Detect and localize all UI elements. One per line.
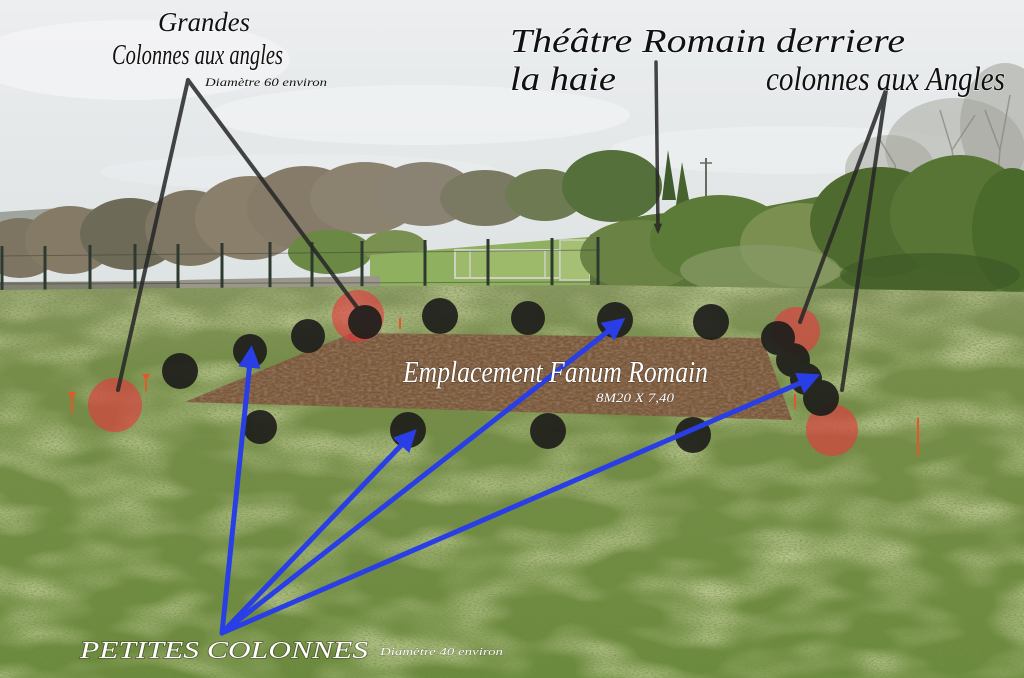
- small-column-marker: [803, 380, 839, 416]
- pointer-line-corner-columns-front: [840, 88, 888, 392]
- small-column-marker: [693, 304, 729, 340]
- annotation-labels: Grandes Colonnes aux angles Diamètre 60 …: [78, 6, 1006, 664]
- direction-arrow: [219, 345, 261, 636]
- small-column-marker: [422, 298, 458, 334]
- large-column-marker: [806, 404, 858, 456]
- distant-theatre-lawn: [370, 236, 600, 290]
- fanum-title: Emplacement Fanum Romain: [402, 354, 708, 389]
- theatre-label-line2: la haie: [510, 61, 616, 98]
- survey-stakes: [68, 318, 919, 456]
- pointer-line-corner-columns-back: [798, 88, 888, 324]
- large-columns-title-line1: Grandes: [158, 7, 250, 37]
- small-columns-arrows: [219, 317, 821, 636]
- survey-stake: [142, 374, 150, 391]
- large-columns-diameter: Diamètre 60 environ: [204, 75, 327, 89]
- hedge: [580, 155, 1024, 300]
- fanum-dimensions: 8M20 X 7,40: [596, 390, 675, 405]
- theatre-label-line1: Théâtre Romain derriere: [510, 23, 905, 60]
- corner-columns-label: colonnes aux Angles: [766, 61, 1005, 98]
- small-column-marker: [243, 410, 277, 444]
- small-column-marker: [530, 413, 566, 449]
- direction-arrow: [219, 317, 626, 636]
- small-column-marker: [511, 301, 545, 335]
- small-columns-label: PETITES COLONNES: [79, 638, 368, 664]
- pointer-lines: [116, 60, 888, 392]
- large-columns-title-line2: Colonnes aux angles: [112, 39, 283, 71]
- small-column-marker: [291, 319, 325, 353]
- small-columns-diameter: Diamètre 40 environ: [379, 646, 504, 658]
- small-column-marker: [162, 353, 198, 389]
- pointer-line-theatre: [653, 60, 663, 235]
- pointer-line-large-columns-back: [186, 78, 364, 316]
- survey-stake: [68, 392, 76, 413]
- small-column-marker: [390, 412, 426, 448]
- large-column-marker: [88, 378, 142, 432]
- small-column-marker: [348, 305, 382, 339]
- tree-line: [0, 63, 1024, 278]
- pointer-line-large-columns-left: [116, 78, 190, 392]
- direction-arrow: [219, 429, 417, 636]
- direction-arrow: [219, 372, 821, 636]
